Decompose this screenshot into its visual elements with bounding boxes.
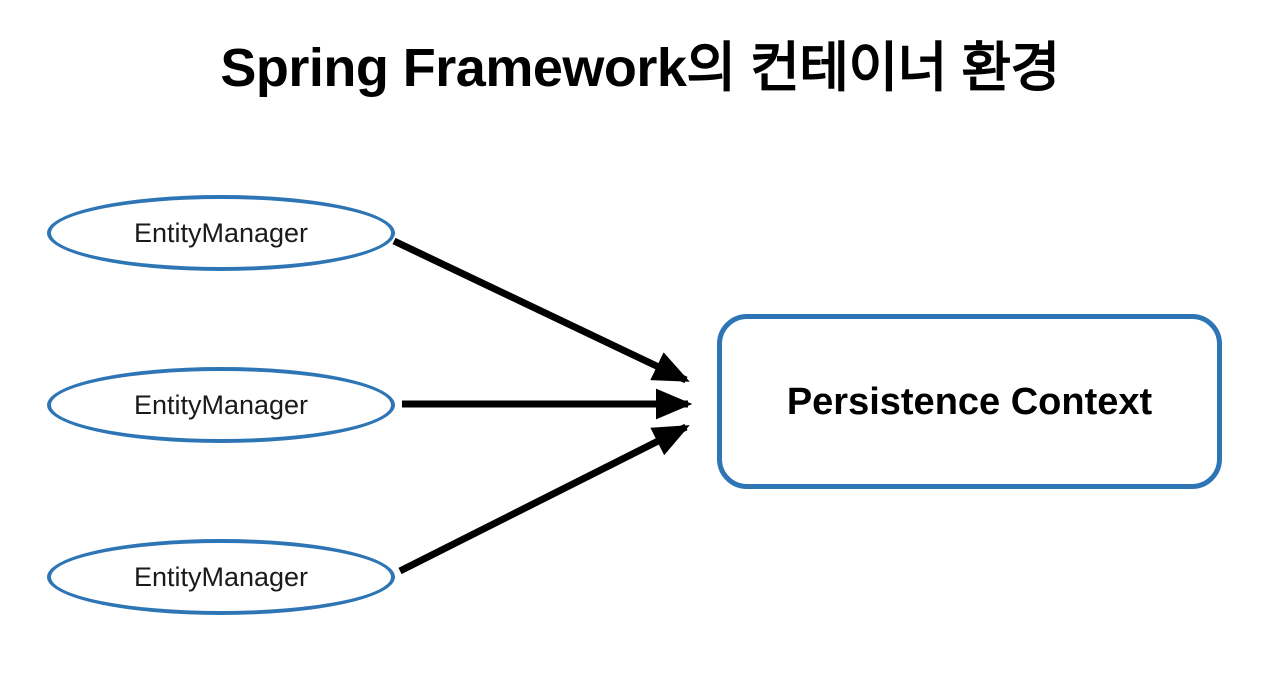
node-label-entity-manager-1: EntityManager [133,217,309,248]
node-label-entity-manager-2: EntityManager [133,389,309,420]
arrow-entity-manager-1-to-persistence-context [392,237,690,384]
node-entity-manager-2[interactable]: EntityManager [47,367,395,443]
node-label-persistence-context: Persistence Context [786,380,1153,423]
arrow-entity-manager-3-to-persistence-context [398,423,690,575]
node-persistence-context[interactable]: Persistence Context [717,314,1222,489]
node-entity-manager-3[interactable]: EntityManager [47,539,395,615]
node-label-entity-manager-3: EntityManager [133,561,309,592]
page-title: Spring Framework의 컨테이너 환경 [220,38,1060,98]
node-entity-manager-1[interactable]: EntityManager [47,195,395,271]
